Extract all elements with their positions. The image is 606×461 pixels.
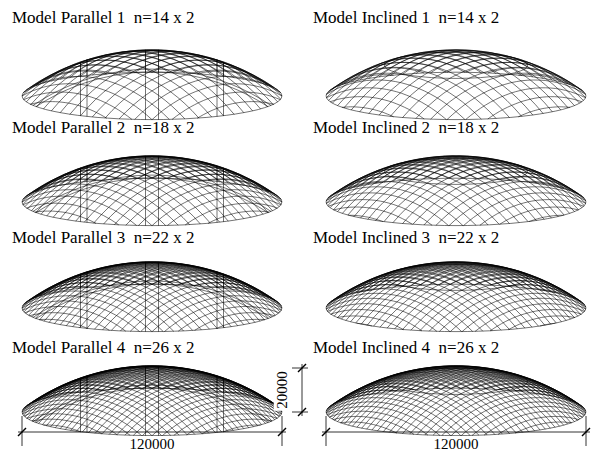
- dome-lattice: [326, 156, 586, 226]
- dimension-text: 120000: [432, 436, 481, 452]
- dimension-tick: [298, 408, 306, 416]
- model-title: Model Inclined 1 n=14 x 2: [313, 8, 499, 28]
- dimension-line: [18, 432, 286, 433]
- dome-lattice: [22, 366, 282, 436]
- dimension-line: [322, 432, 590, 433]
- model-title: Model Parallel 2 n=18 x 2: [12, 118, 194, 138]
- model-title: Model Inclined 3 n=22 x 2: [313, 228, 499, 248]
- extension-line: [292, 412, 308, 413]
- dimension-tick: [278, 428, 286, 436]
- dome-lattice: [326, 366, 586, 436]
- dome-lattice: [326, 262, 586, 332]
- dimension-lines: [18, 364, 590, 446]
- dimension-tick: [298, 364, 306, 372]
- model-title: Model Parallel 4 n=26 x 2: [12, 338, 194, 358]
- dome-lattice: [22, 156, 282, 226]
- dimension-text: 120000: [128, 436, 177, 452]
- model-title: Model Inclined 2 n=18 x 2: [313, 118, 499, 138]
- dome-lattice: [22, 50, 282, 120]
- dimension-text: 20000: [274, 369, 290, 411]
- dimension-tick: [582, 428, 590, 436]
- dimension-tick: [322, 428, 330, 436]
- model-title: Model Parallel 1 n=14 x 2: [12, 8, 194, 28]
- dome-lattice: [326, 50, 586, 120]
- dimension-tick: [18, 428, 26, 436]
- model-title: Model Parallel 3 n=22 x 2: [12, 228, 194, 248]
- dome-lattice: [22, 262, 282, 332]
- extension-line: [292, 368, 308, 369]
- dimension-line: [302, 364, 303, 416]
- model-title: Model Inclined 4 n=26 x 2: [313, 338, 499, 358]
